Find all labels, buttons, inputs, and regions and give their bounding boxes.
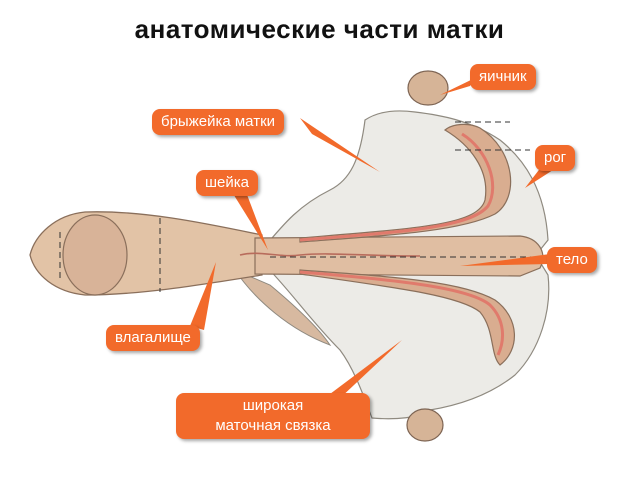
label-mesometrium: брыжейка матки: [152, 109, 284, 135]
label-ovary: яичник: [470, 64, 536, 90]
label-body: тело: [547, 247, 597, 273]
vulva-end: [63, 215, 127, 295]
label-broad-ligament-line1: широкая: [185, 396, 361, 416]
label-broad-ligament-line2: маточная связка: [185, 416, 361, 436]
label-horn: рог: [535, 145, 575, 171]
label-broad-ligament: широкая маточная связка: [176, 393, 370, 439]
ovary-lower: [407, 409, 443, 441]
label-vagina: влагалище: [106, 325, 200, 351]
ovary-upper: [408, 71, 448, 105]
label-cervix: шейка: [196, 170, 258, 196]
